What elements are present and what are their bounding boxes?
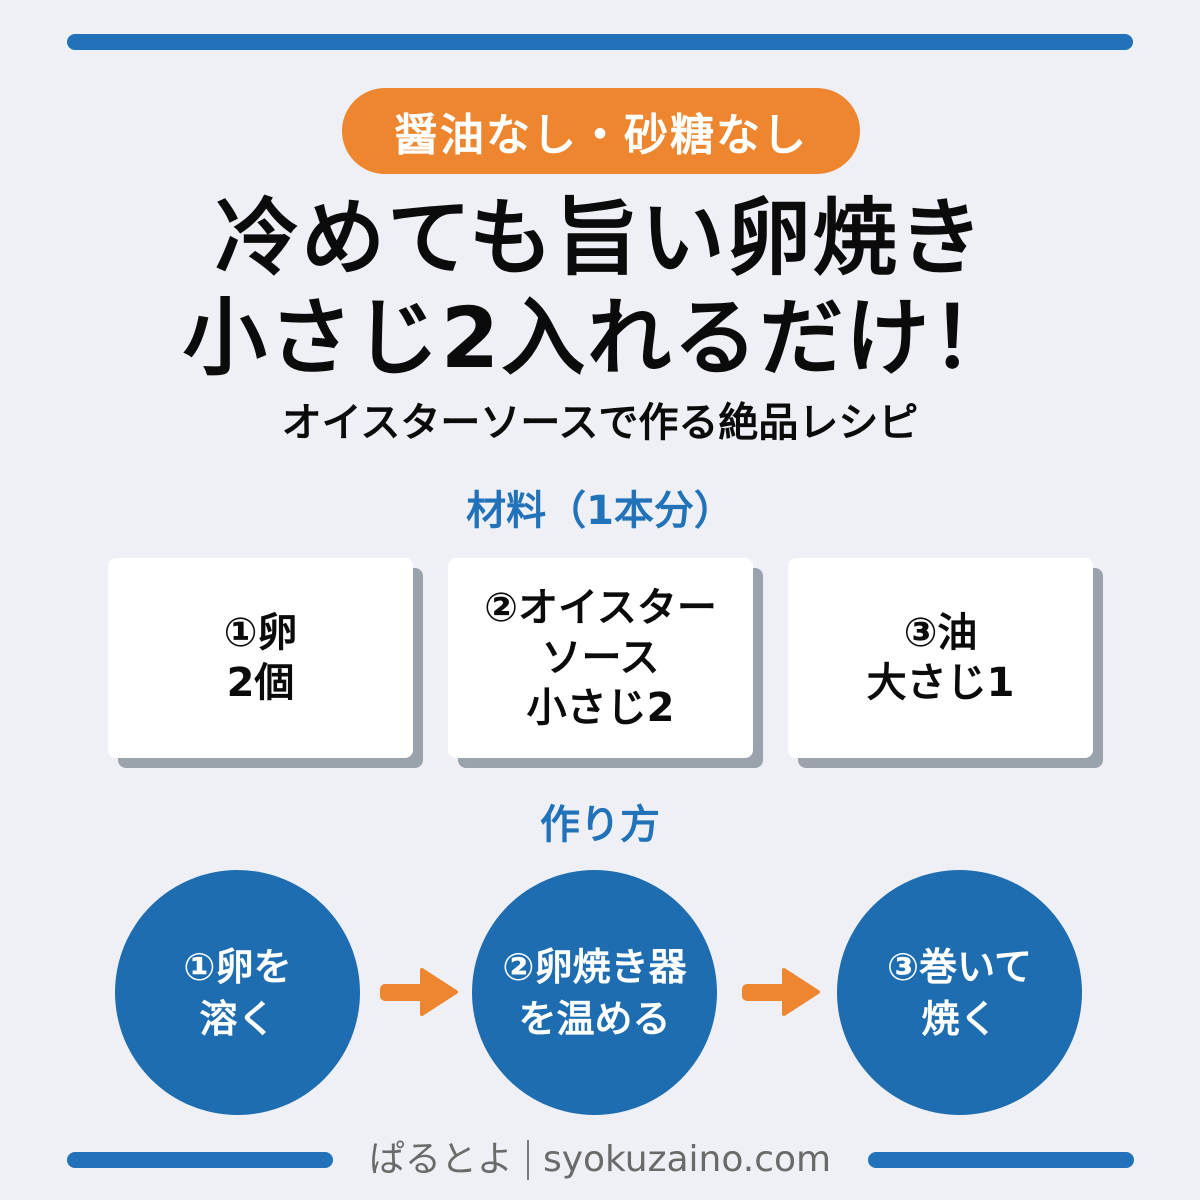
- no-soy-no-sugar-badge: 醤油なし・砂糖なし: [342, 88, 860, 174]
- ingredient-amount: 大さじ1: [866, 660, 1015, 706]
- step-text: ③巻いて: [886, 944, 1033, 989]
- arrow-right-icon: [742, 968, 820, 1016]
- top-divider-bar: [67, 34, 1133, 50]
- method-steps: ①卵を 溶く ②卵焼き器 を温める ③巻いて 焼く: [115, 870, 1090, 1115]
- footer-author: ぱるとよ: [368, 1139, 513, 1180]
- step-1-circle: ①卵を 溶く: [115, 870, 360, 1115]
- footer-separator: [526, 1140, 529, 1180]
- ingredient-card-oyster-sauce: ②オイスター ソース 小さじ2: [448, 558, 753, 758]
- ingredient-card-egg: ①卵 2個: [108, 558, 413, 758]
- footer-divider-right: [868, 1152, 1134, 1168]
- ingredient-amount: 2個: [226, 660, 295, 706]
- step-text: を温める: [518, 996, 671, 1041]
- ingredient-cards: ①卵 2個 ②オイスター ソース 小さじ2 ③油 大さじ1: [108, 558, 1093, 758]
- step-text: 溶く: [199, 996, 276, 1041]
- step-text: ①卵を: [183, 944, 292, 989]
- ingredient-name: ①卵: [223, 610, 298, 656]
- method-heading: 作り方: [540, 802, 660, 848]
- ingredient-card-oil: ③油 大さじ1: [788, 558, 1093, 758]
- footer-credit: ぱるとよ syokuzaino.com: [345, 1138, 855, 1182]
- page-subtitle: オイスターソースで作る絶品レシピ: [281, 400, 919, 446]
- step-text: ②卵焼き器: [502, 944, 687, 989]
- footer-site: syokuzaino.com: [542, 1139, 832, 1180]
- ingredients-heading: 材料（1本分）: [466, 488, 734, 534]
- arrow-right-icon: [380, 968, 458, 1016]
- ingredient-name-cont: ソース: [541, 635, 660, 681]
- page-title-line-1: 冷めても旨い卵焼き: [215, 189, 985, 287]
- ingredient-amount: 小さじ2: [526, 685, 675, 731]
- ingredient-name: ③油: [903, 610, 978, 656]
- step-text: 焼く: [921, 996, 998, 1041]
- step-3-circle: ③巻いて 焼く: [837, 870, 1082, 1115]
- step-2-circle: ②卵焼き器 を温める: [472, 870, 717, 1115]
- ingredient-name: ②オイスター: [484, 585, 717, 631]
- footer-divider-left: [67, 1152, 333, 1168]
- page-title-line-2: 小さじ2入れるだけ！: [182, 289, 1018, 387]
